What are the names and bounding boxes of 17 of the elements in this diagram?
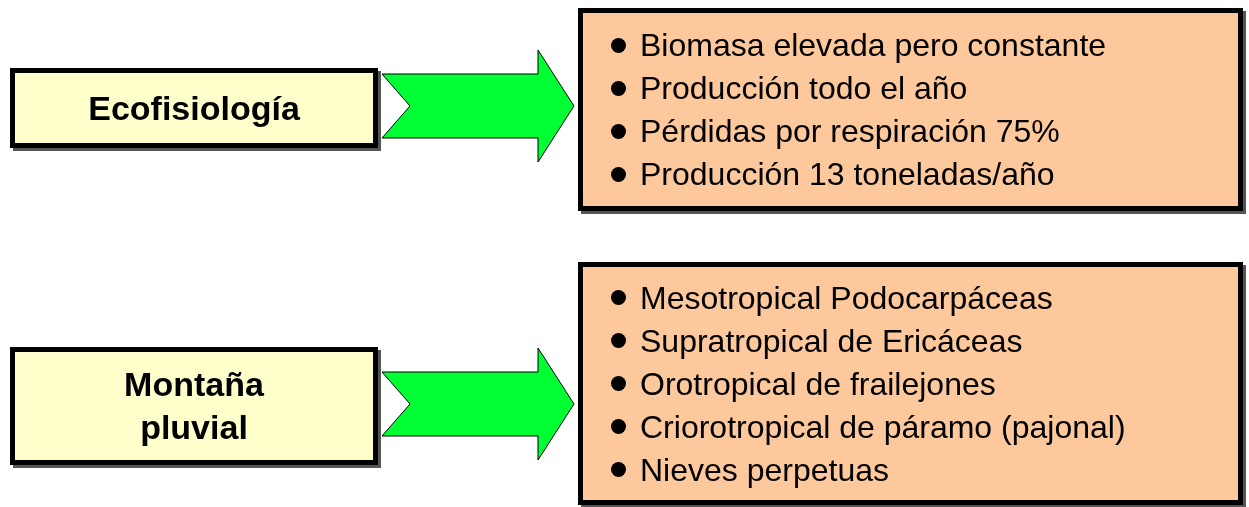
list-item: Producción 13 toneladas/año xyxy=(640,155,1055,194)
block-arrow xyxy=(381,49,575,163)
list-item: Criorotropical de páramo (pajonal) xyxy=(640,407,1126,447)
list-item: Pérdidas por respiración 75% xyxy=(640,112,1060,151)
list-box xyxy=(578,262,1243,505)
box-title: Ecofisiología xyxy=(87,87,301,129)
title-box xyxy=(10,68,378,148)
list-item: Producción todo el año xyxy=(640,69,968,108)
list-item: Supratropical de Ericáceas xyxy=(640,321,1023,361)
block-arrow xyxy=(381,347,575,461)
title-box xyxy=(10,347,378,465)
list-item: Orotropical de frailejones xyxy=(640,364,996,404)
list-item: Mesotropical Podocarpáceas xyxy=(640,278,1053,318)
list-item: Biomasa elevada pero constante xyxy=(640,26,1107,65)
list-box xyxy=(578,8,1243,211)
box-title: Montaña pluvial xyxy=(123,364,265,448)
list-item: Nieves perpetuas xyxy=(640,450,890,490)
